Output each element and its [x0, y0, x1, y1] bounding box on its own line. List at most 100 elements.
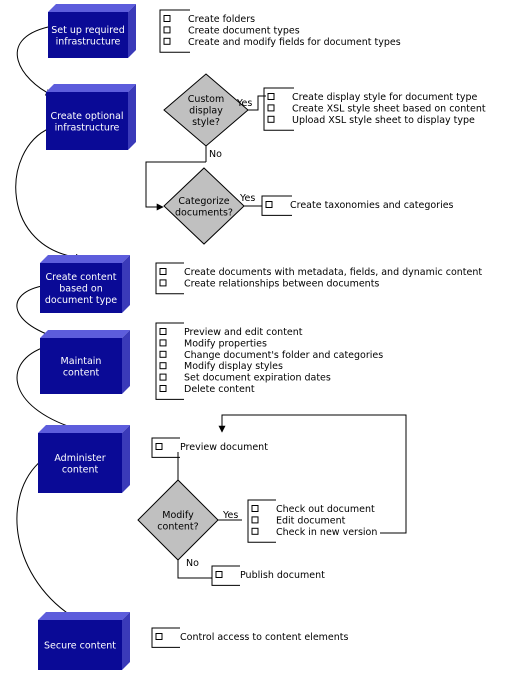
list-item-text: Check out document: [276, 504, 375, 515]
list-item-text: Check in new version: [276, 527, 377, 538]
list-checkbox: [159, 328, 167, 335]
flow-arrow-5: [16, 459, 79, 621]
block-label-line: infrastructure: [55, 122, 120, 133]
list-bracket: [211, 565, 240, 586]
list-item-text: Upload XSL style sheet to display type: [292, 115, 475, 126]
list-item-text: Publish document: [240, 570, 325, 581]
branch-label-yes: Yes: [239, 193, 255, 204]
list-item-text: Modify display styles: [184, 361, 283, 372]
block-label-line: infrastructure: [56, 36, 121, 47]
list-checkbox: [159, 362, 167, 370]
list-item-text: Set document expiration dates: [184, 373, 331, 384]
decision-label-line: display: [189, 106, 223, 117]
decision-diamond-shape: [137, 479, 219, 561]
list-bracket: [263, 87, 294, 131]
list-item-text: Create document types: [188, 25, 300, 36]
decision-label-line: documents?: [175, 207, 233, 218]
block-front-face: [38, 620, 122, 670]
block-label-line: Set up required: [51, 25, 125, 36]
list-bracket: [247, 499, 276, 543]
block-top-face: [48, 4, 136, 12]
list-bracket: [159, 9, 190, 53]
list-item-text: Preview and edit content: [184, 327, 303, 338]
flow-arrow-1: [16, 26, 53, 96]
task-list-9: Control access to content elements: [151, 627, 349, 648]
list-checkbox: [155, 633, 163, 640]
block-top-face: [40, 255, 130, 263]
block-top-face: [46, 84, 136, 92]
list-checkbox: [159, 373, 167, 381]
list-item-text: Modify properties: [184, 338, 267, 349]
list-checkbox: [163, 15, 171, 22]
loop-back-connector: [218, 414, 407, 534]
list-item-text: Preview document: [180, 442, 268, 453]
block-top-face: [40, 330, 130, 338]
list-item-text: Create display style for document type: [292, 92, 478, 103]
decision1-yes-connector: [248, 95, 266, 111]
block-front-face: [38, 433, 122, 493]
list-item-text: Control access to content elements: [180, 632, 349, 643]
decision-label-line: Custom: [188, 94, 224, 105]
list-checkbox: [155, 443, 163, 450]
list-checkbox: [215, 571, 223, 578]
decision-label-line: Categorize: [178, 196, 229, 207]
list-checkbox: [159, 385, 167, 392]
block-label-line: Maintain: [61, 356, 102, 367]
list-checkbox: [251, 527, 259, 535]
list-item-text: Create folders: [188, 14, 255, 25]
list-checkbox: [267, 115, 275, 123]
list-item-text: Create and modify fields for document ty…: [188, 37, 401, 48]
list-item-text: Edit document: [276, 515, 346, 526]
block-label-line: content: [63, 367, 100, 378]
decision-diamond-shape: [163, 167, 245, 245]
list-checkbox: [267, 104, 275, 112]
list-bracket: [155, 322, 184, 400]
block-side-face: [128, 4, 136, 58]
block-front-face: [48, 12, 128, 58]
block-label-line: document type: [45, 295, 117, 306]
task-list-3: Create taxonomies and categories: [261, 195, 454, 216]
list-checkbox: [159, 350, 167, 358]
list-bracket: [155, 262, 184, 295]
list-bracket: [261, 195, 292, 216]
list-item-text: Create documents with metadata, fields, …: [184, 267, 482, 278]
branch-label-yes: Yes: [222, 510, 238, 521]
list-bracket: [151, 437, 180, 458]
decision-label-line: content?: [157, 521, 198, 532]
list-item-text: Delete content: [184, 384, 255, 395]
decision3-no-connector: [177, 558, 212, 579]
flow-arrow-2: [15, 127, 83, 261]
process-block-6: Secure content: [38, 612, 130, 670]
block-side-face: [128, 84, 136, 150]
block-side-face: [122, 425, 130, 493]
branch-label-no: No: [209, 149, 222, 160]
decision2-input-connector: [145, 161, 206, 211]
decision-diamond-shape: [163, 73, 249, 147]
list-checkbox: [163, 37, 171, 45]
task-list-8: Publish document: [211, 565, 325, 586]
block-label-line: based on: [59, 284, 103, 295]
list-bracket: [151, 627, 180, 648]
list-checkbox: [159, 279, 167, 287]
block-top-face: [38, 425, 130, 433]
branch-label-yes: Yes: [236, 98, 252, 109]
decision-label-line: Modify: [162, 510, 194, 521]
list-checkbox: [159, 268, 167, 275]
task-list-4: Create documents with metadata, fields, …: [155, 262, 482, 295]
block-front-face: [40, 263, 122, 313]
list-item-text: Create relationships between documents: [184, 278, 379, 289]
decision-diamonds: Customdisplaystyle?Categorizedocuments?M…: [137, 73, 249, 561]
list-checkbox: [267, 93, 275, 100]
task-list-2: Create display style for document typeCr…: [263, 87, 486, 131]
branch-label-no: No: [186, 558, 199, 569]
